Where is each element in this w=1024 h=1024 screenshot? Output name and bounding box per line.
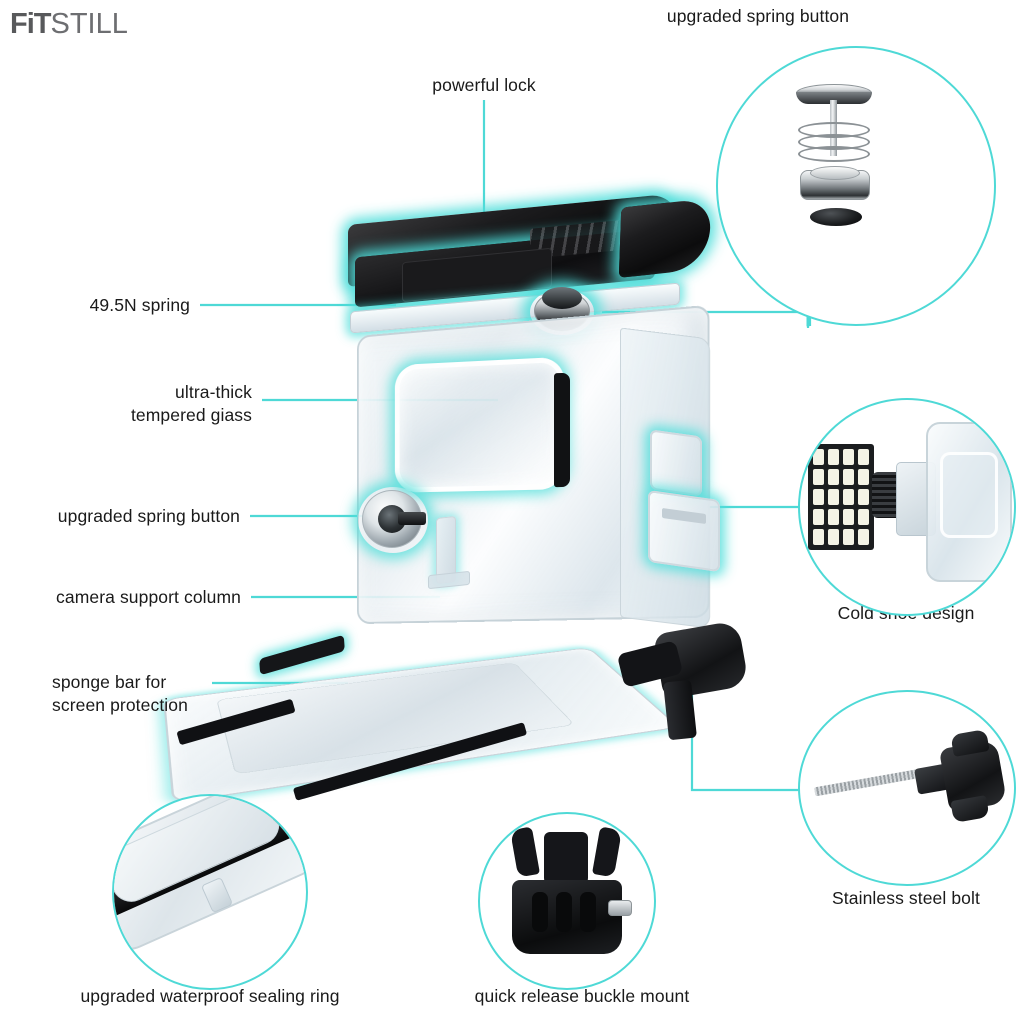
top-spring-button-cap	[542, 287, 582, 309]
label-49-5n-spring: 49.5N spring	[89, 295, 190, 315]
label-quick-release-buckle-mount: quick release buckle mount	[474, 986, 690, 1006]
led-cell	[858, 509, 869, 525]
led-cell	[858, 449, 869, 465]
label-upgraded-spring-button-top: upgraded spring button	[666, 6, 850, 26]
label-upgraded-spring-button-side: upgraded spring button	[57, 506, 240, 526]
led-cell	[813, 509, 824, 525]
glass-dark-edge	[554, 372, 570, 488]
inset-stainless-steel-bolt	[798, 690, 1016, 886]
inset-cold-shoe-design	[798, 398, 1016, 616]
side-spring-button-pin	[398, 512, 426, 525]
buckle-finger-3	[580, 892, 596, 932]
tempered-glass-window	[394, 356, 565, 493]
spring-button-base-top	[810, 166, 860, 180]
brand-logo-bold: FiT	[10, 8, 51, 40]
label-camera-support-column: camera support column	[56, 587, 241, 607]
buckle-finger-1	[532, 892, 548, 932]
inset-waterproof-sealing-ring	[112, 794, 308, 990]
led-cell	[843, 449, 854, 465]
bolt-threaded-shaft	[814, 768, 922, 797]
led-cell	[813, 529, 824, 545]
led-cell	[858, 469, 869, 485]
led-cell	[843, 529, 854, 545]
bolt-head-wing-bottom	[950, 795, 990, 823]
spring-coil-3	[798, 146, 870, 162]
led-cell	[843, 509, 854, 525]
led-cell	[828, 509, 839, 525]
inset-quick-release-buckle-mount	[478, 812, 656, 990]
label-sponge-bar-line1: sponge bar for	[52, 672, 167, 692]
cold-shoe-rail-upper	[650, 429, 702, 497]
label-tempered-glass-line1: ultra-thick	[175, 382, 252, 402]
buckle-screw	[608, 900, 632, 916]
buckle-prong-left	[509, 826, 541, 878]
label-powerful-lock: powerful lock	[432, 75, 536, 95]
buckle-finger-2	[556, 892, 572, 932]
led-light-panel	[808, 444, 874, 550]
led-cell	[813, 469, 824, 485]
sponge-bar	[259, 634, 345, 676]
led-cell	[813, 489, 824, 505]
inset-upgraded-spring-button	[716, 46, 996, 326]
spring-button-cap-rim	[796, 92, 872, 104]
label-sponge-bar-line2: screen protection	[52, 695, 188, 715]
led-cell	[858, 529, 869, 545]
cold-shoe-rail-lower	[648, 489, 720, 573]
thumbscrew-shaft	[663, 679, 697, 741]
label-stainless-steel-bolt: Stainless steel bolt	[832, 888, 980, 908]
brand-logo-light: STILL	[50, 8, 128, 40]
led-cell	[858, 489, 869, 505]
label-tempered-glass-line2: tempered giass	[130, 405, 252, 425]
buckle-center-tongue	[544, 832, 588, 888]
led-cell	[828, 449, 839, 465]
buckle-prong-right	[591, 826, 623, 878]
product-housing-illustration	[150, 193, 790, 855]
spring-button-o-ring	[810, 208, 862, 226]
led-cell	[843, 489, 854, 505]
lock-lever-tail	[618, 198, 712, 278]
led-cell	[813, 449, 824, 465]
led-cell	[828, 489, 839, 505]
label-upgraded-waterproof-sealing-ring: upgraded waterproof sealing ring	[80, 986, 340, 1006]
led-cell	[828, 529, 839, 545]
led-cell	[828, 469, 839, 485]
led-cell	[843, 469, 854, 485]
cold-shoe-housing-window	[940, 452, 998, 538]
